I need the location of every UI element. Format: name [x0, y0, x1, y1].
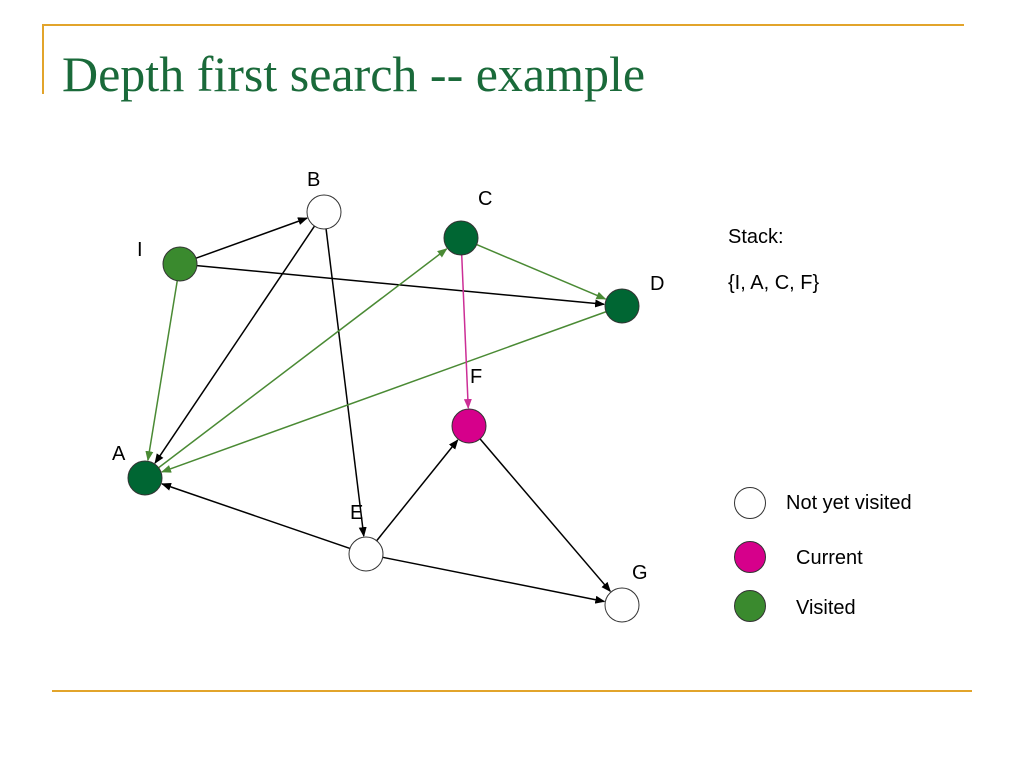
legend-not-visited-label: Not yet visited: [786, 492, 912, 514]
nodes-layer: [127, 194, 640, 623]
edge-i-to-d: [196, 264, 606, 308]
node-d: [604, 288, 640, 324]
node-label-f: F: [470, 366, 482, 388]
node-c: [443, 220, 479, 256]
node-label-e: E: [350, 502, 363, 524]
node-label-g: G: [632, 562, 648, 584]
legend-visited-label: Visited: [796, 597, 856, 619]
edge-f-to-g: [479, 438, 611, 593]
node-e: [348, 536, 384, 572]
top-accent-line: [42, 24, 964, 26]
edge-d-to-a: [160, 311, 607, 473]
edge-i-to-a: [145, 280, 178, 462]
bottom-accent-line: [52, 690, 972, 692]
edge-b-to-e: [325, 228, 367, 538]
node-b: [306, 194, 342, 230]
legend-current-label: Current: [796, 547, 863, 569]
edge-e-to-g: [382, 556, 606, 604]
legend-not-visited-swatch: [734, 487, 766, 519]
legend-visited-swatch: [734, 590, 766, 622]
node-label-a: A: [112, 443, 126, 465]
slide-title: Depth first search -- example: [62, 46, 646, 102]
edge-c-to-d: [476, 243, 607, 300]
node-i: [162, 246, 198, 282]
edge-a-to-c: [158, 248, 448, 469]
node-label-c: C: [478, 188, 492, 210]
edges-layer: [145, 217, 611, 604]
node-f: [451, 408, 487, 444]
edge-e-to-a: [161, 482, 351, 550]
node-label-b: B: [307, 169, 320, 191]
legend-current-swatch: [734, 541, 766, 573]
node-label-i: I: [137, 239, 143, 261]
labels-layer: I B C D A F E G: [112, 169, 664, 584]
node-g: [604, 587, 640, 623]
stack-label: Stack:: [728, 226, 784, 248]
stack-value: {I, A, C, F}: [728, 272, 820, 294]
edge-i-to-b: [195, 217, 309, 259]
edge-b-to-a: [154, 225, 316, 464]
left-accent-line: [42, 24, 44, 94]
edge-e-to-f: [376, 439, 459, 542]
node-label-d: D: [650, 273, 664, 295]
edge-c-to-f: [460, 254, 472, 410]
node-a: [127, 460, 163, 496]
